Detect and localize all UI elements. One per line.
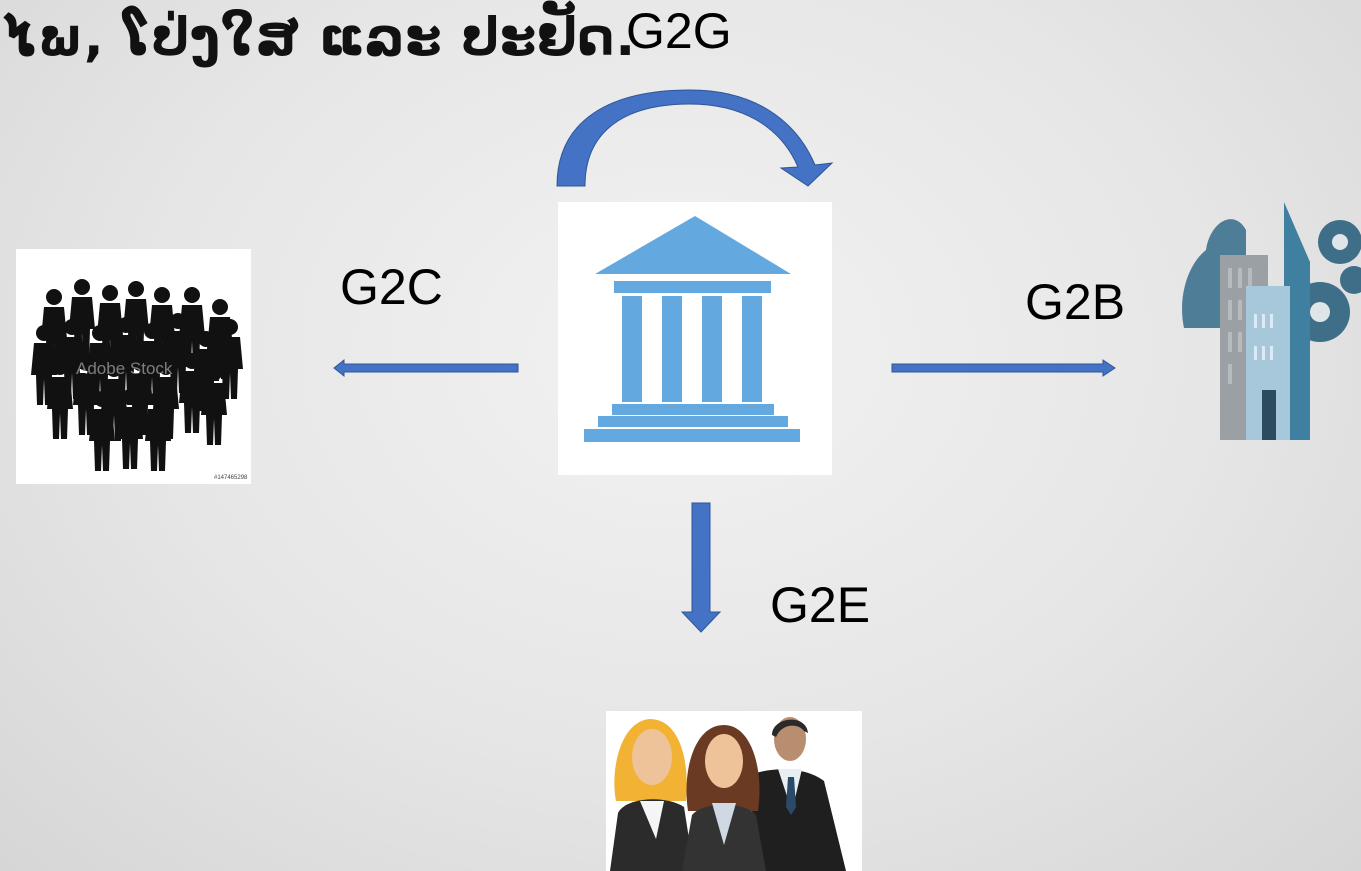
stock-watermark: Adobe Stock xyxy=(76,359,173,378)
business-people-icon xyxy=(610,717,846,871)
government-building-card xyxy=(558,202,832,475)
g2e-label: G2E xyxy=(770,577,871,633)
stock-id: #147465298 xyxy=(214,475,248,481)
g2g-label: G2G xyxy=(626,3,732,59)
g2c-arrow xyxy=(333,358,519,378)
g2g-curved-arrow xyxy=(556,89,834,187)
g2b-arrow xyxy=(891,359,1116,377)
government-building-icon xyxy=(584,216,800,442)
g2b-label: G2B xyxy=(1025,274,1126,330)
business-buildings-icon xyxy=(1182,202,1361,440)
g2c-label: G2C xyxy=(340,259,443,315)
employees-card xyxy=(606,711,862,871)
citizens-card: Adobe Stock #147465298 xyxy=(16,249,251,484)
slide-title: ໄພ, ໂປ່ງໃສ ແລະ ປະຢັດ. xyxy=(4,8,637,68)
g2e-arrow xyxy=(680,502,722,633)
